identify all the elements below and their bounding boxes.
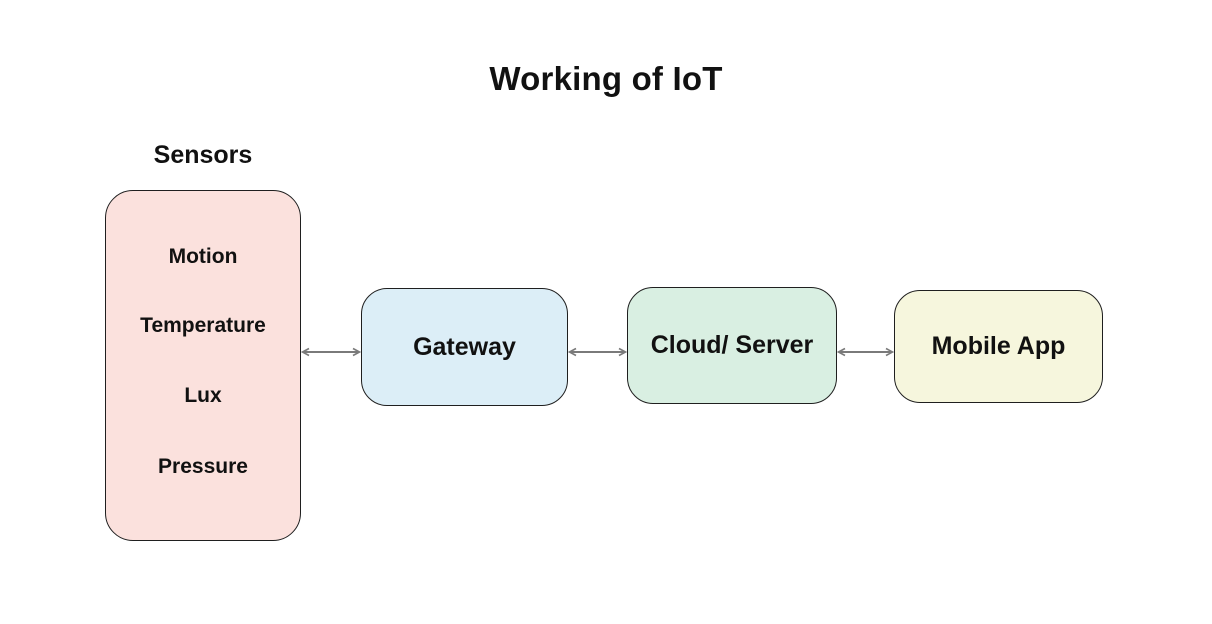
node-gateway: Gateway [361,288,568,406]
sensor-item-pressure: Pressure [158,455,248,478]
node-cloud-server: Cloud/ Server [627,287,837,404]
sensor-item-temperature: Temperature [140,314,266,337]
sensor-item-motion: Motion [168,245,238,268]
sensor-item-lux: Lux [184,384,222,407]
sensors-group-box: Motion Temperature Lux Pressure [105,190,301,541]
page-title: Working of IoT [489,60,723,97]
node-mobile-app: Mobile App [894,290,1103,403]
sensors-group-label: Sensors [153,141,253,169]
